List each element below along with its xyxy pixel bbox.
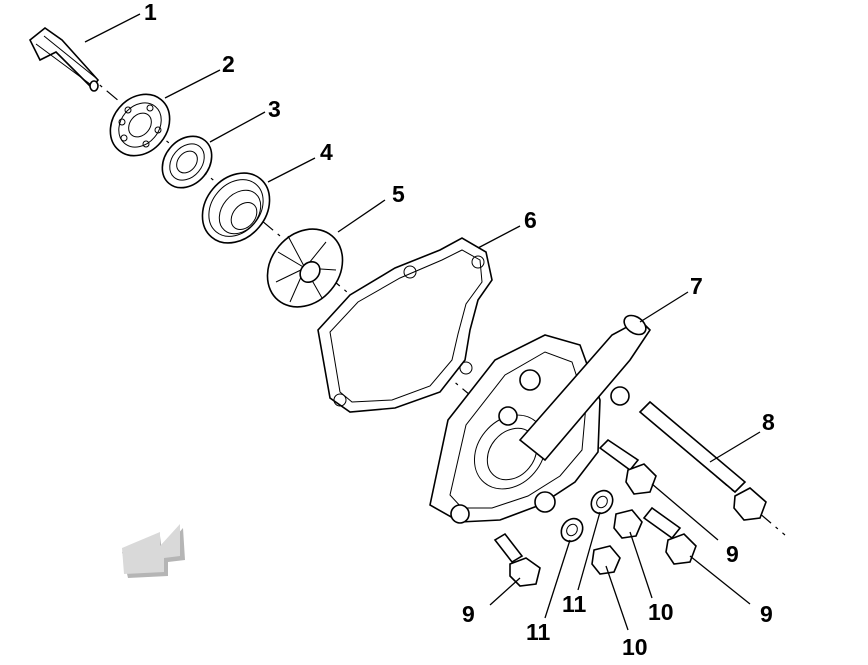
callout-6: 6 (524, 207, 537, 233)
callout-11-lower: 11 (526, 619, 551, 645)
callout-7: 7 (690, 273, 703, 299)
part-shaft (28, 26, 100, 92)
part-washers (560, 489, 614, 543)
part-oil-seal (161, 135, 213, 189)
callout-1: 1 (144, 0, 157, 25)
direction-arrow-icon (122, 524, 185, 578)
callout-10-upper: 10 (648, 599, 674, 625)
callout-2: 2 (222, 51, 235, 77)
callout-3: 3 (268, 96, 281, 122)
part-mechanical-seal (201, 172, 271, 244)
callout-5: 5 (392, 181, 405, 207)
leader-lines (84, 13, 761, 631)
callout-11-upper: 11 (562, 591, 587, 617)
part-bolts (493, 438, 697, 587)
callout-9-right-upper: 9 (726, 541, 739, 567)
callout-10-lower: 10 (622, 634, 648, 660)
callout-8: 8 (762, 409, 775, 435)
part-pump-cover (429, 314, 652, 524)
callout-4: 4 (320, 139, 333, 165)
part-impeller (266, 228, 344, 308)
part-gasket (317, 237, 493, 413)
part-short-bolts (591, 509, 643, 575)
callout-9-right-lower: 9 (760, 601, 773, 627)
callout-9-left: 9 (462, 601, 475, 627)
part-long-bolt (638, 400, 767, 521)
part-bearing (109, 93, 171, 157)
